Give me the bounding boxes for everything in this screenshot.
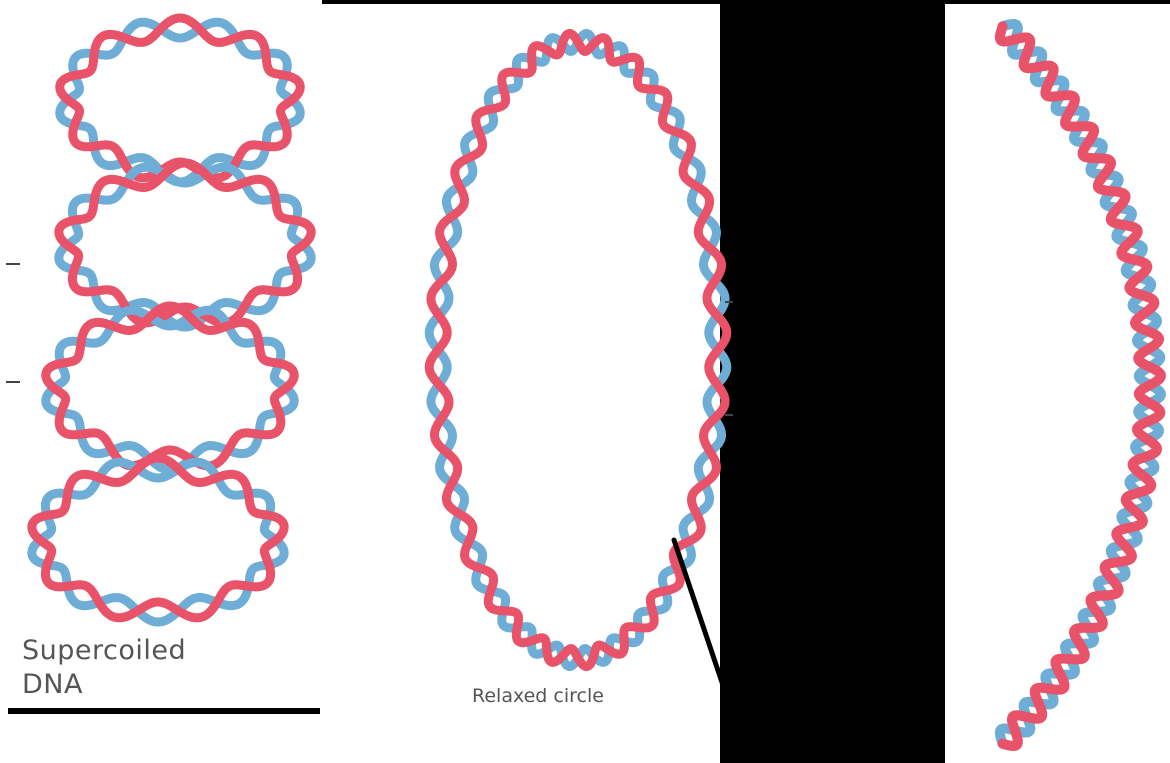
tick-mark bbox=[725, 301, 733, 303]
tick-mark bbox=[725, 414, 733, 416]
caption-line-1: Supercoiled bbox=[22, 634, 186, 668]
tick-mark bbox=[6, 263, 20, 265]
supercoiled-dna-caption: Supercoiled DNA bbox=[22, 634, 186, 702]
relaxed-circle-caption: Relaxed circle bbox=[472, 685, 604, 707]
pointer-line bbox=[674, 540, 733, 715]
caption-line-2: DNA bbox=[22, 668, 186, 702]
caption-underline bbox=[8, 708, 320, 714]
tick-mark bbox=[6, 381, 20, 383]
